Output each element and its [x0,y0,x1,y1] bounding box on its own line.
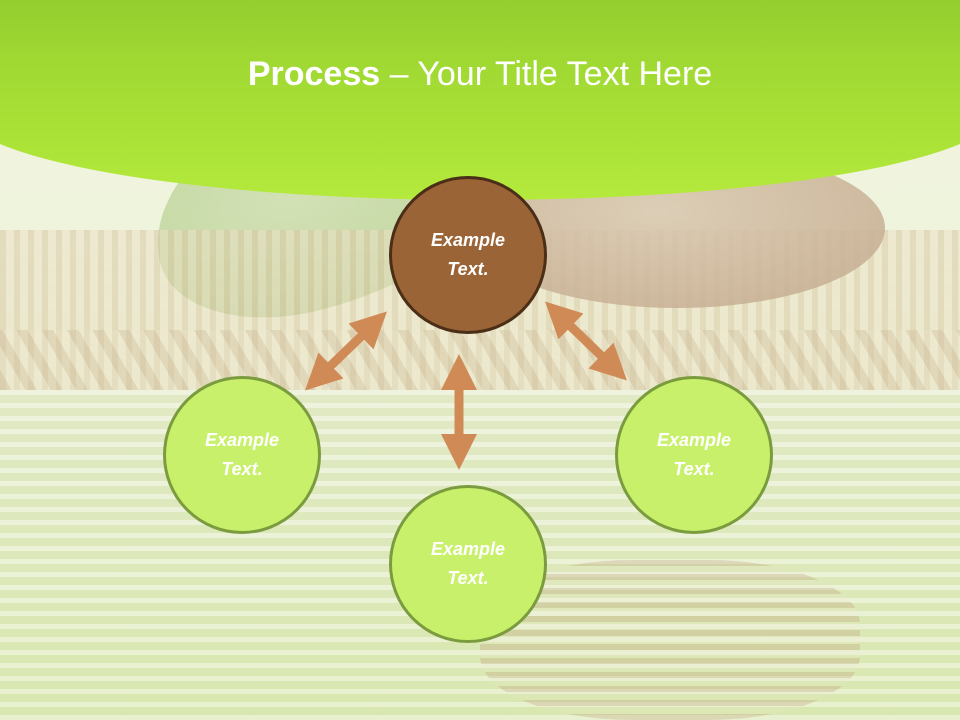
left-node-line2: Text. [221,459,263,479]
center-node-line1: Example [430,230,506,250]
right-node-line1: Example [656,430,732,450]
bottom-node[interactable]: Example Text. [389,485,547,643]
center-node-line2: Text. [447,259,489,279]
bottom-node-line1: Example [430,539,506,559]
arrow-right-center [545,301,627,381]
right-node-line2: Text. [673,459,715,479]
left-node-line1: Example [204,430,280,450]
left-node[interactable]: Example Text. [163,376,321,534]
right-node[interactable]: Example Text. [615,376,773,534]
title-regular-part: – Your Title Text Here [380,55,713,93]
arrow-left-center [305,311,387,391]
bamboo-mat-edge-image [0,330,960,390]
bottom-node-line2: Text. [447,568,489,588]
header-band [0,0,960,200]
center-node[interactable]: Example Text. [389,176,547,334]
title-bold-part: Process [247,55,381,93]
slide-title[interactable]: Process – Your Title Text Here [0,50,960,98]
